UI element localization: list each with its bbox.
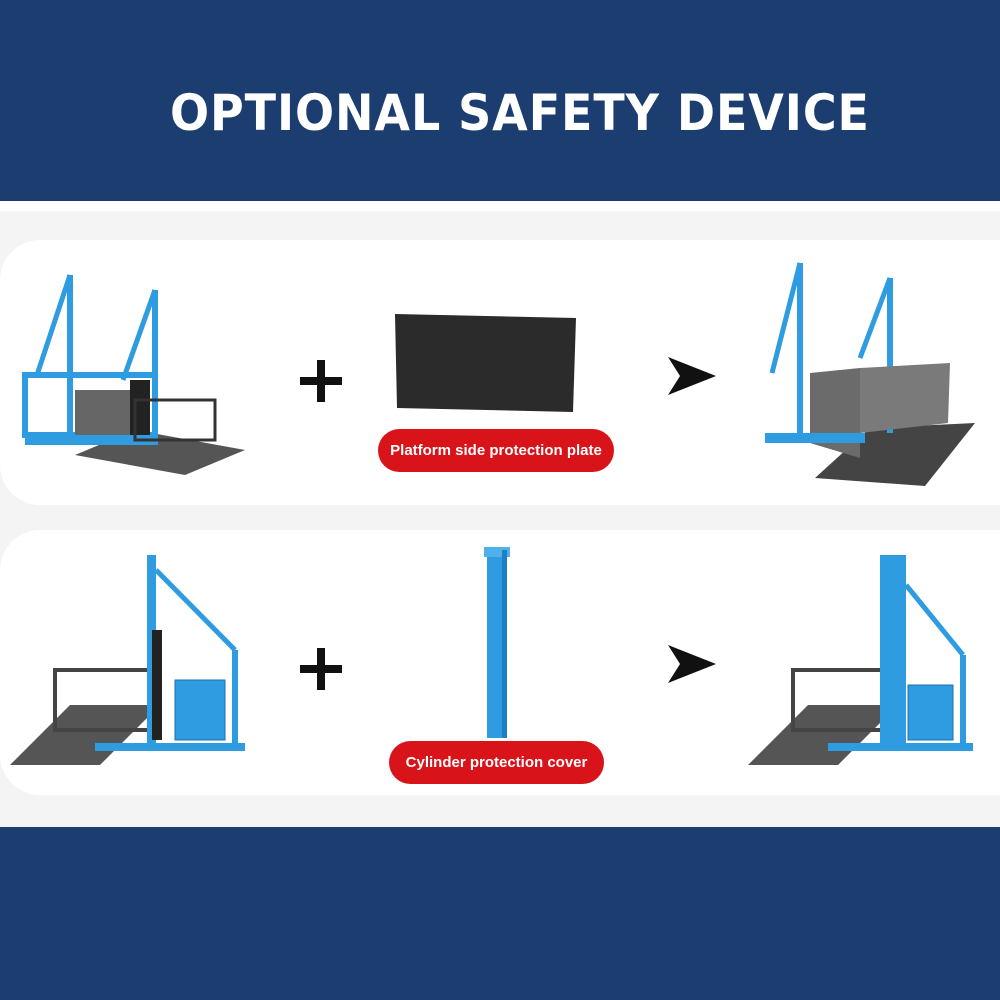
lift-after-image	[748, 555, 973, 765]
lift-before-image	[10, 555, 245, 765]
divider	[0, 201, 1000, 211]
arrow-right-icon	[668, 357, 716, 395]
lift-before-image	[22, 274, 245, 475]
plus-icon	[300, 648, 342, 690]
side-protection-plate-image	[395, 314, 576, 412]
cylinder-cover-image	[484, 547, 510, 738]
footer-banner	[0, 827, 1000, 1000]
plus-icon	[300, 360, 342, 402]
option-row-side-plate: Platform side protection plate	[0, 240, 1000, 505]
option-row-cylinder-cover: Cylinder protection cover	[0, 530, 1000, 795]
accessory-label: Cylinder protection cover	[389, 741, 604, 784]
lift-after-image	[765, 262, 975, 486]
page-title: OPTIONAL SAFETY DEVICE	[170, 84, 870, 142]
header-banner: OPTIONAL SAFETY DEVICE	[0, 0, 1000, 201]
accessory-label: Platform side protection plate	[378, 429, 614, 472]
arrow-right-icon	[668, 645, 716, 683]
